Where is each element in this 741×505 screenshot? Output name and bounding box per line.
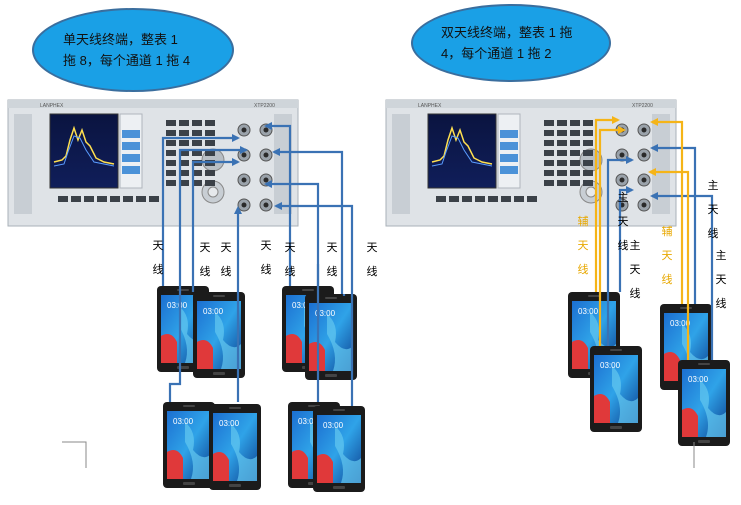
phone-clock-text: 03:00 — [315, 309, 336, 318]
left-antenna-label-4: 天线 — [260, 240, 272, 276]
left-callout-text: 单天线终端，整表 1 拖 8，每个通道 1 拖 4 — [63, 29, 203, 71]
right-phone-3: 03:00 — [660, 304, 712, 390]
right-aux-antenna-label-2: 辅天线 — [661, 226, 673, 286]
left-phone-8: 03:00 — [313, 406, 365, 492]
left-antenna-label-5: 天线 — [284, 242, 296, 278]
left-instrument-model: XTP2200 — [254, 103, 275, 109]
left-instrument-brand: LANPHEX — [40, 103, 64, 109]
phone-clock-text: 03:00 — [167, 301, 188, 310]
phone-clock-text: 03:00 — [578, 307, 599, 316]
right-main-antenna-label-1: 主天线 — [617, 192, 629, 252]
phone-clock-text: 03:00 — [298, 417, 319, 426]
phone-clock-text: 03:00 — [203, 307, 224, 316]
right-callout-bubble: 双天线终端，整表 1 拖 4，每个通道 1 拖 2 — [411, 4, 611, 82]
phone-clock-text: 03:00 — [670, 319, 691, 328]
right-instrument: LANPHEX XTP2200 — [385, 99, 677, 227]
right-aux-cables — [594, 116, 690, 360]
left-cables — [161, 122, 354, 406]
right-phone-4: 03:00 — [678, 360, 730, 446]
right-main-antenna-label-4: 主天线 — [715, 250, 727, 310]
left-instrument: LANPHEX XTP2200 — [7, 99, 299, 227]
left-antenna-label-1: 天线 — [152, 240, 164, 276]
left-phone-6: 03:00 — [209, 404, 261, 490]
left-antenna-label-6: 天线 — [326, 242, 338, 278]
phone-clock-text: 03:00 — [219, 419, 240, 428]
phone-clock-text: 03:00 — [173, 417, 194, 426]
left-phone-7: 03:00 — [288, 402, 340, 488]
left-phone-4: 03:00 — [305, 294, 357, 380]
left-phone-3: 03:00 — [282, 286, 334, 372]
right-callout-line-1: 双天线终端，整表 1 拖 — [441, 25, 573, 40]
right-callout-text: 双天线终端，整表 1 拖 4，每个通道 1 拖 2 — [441, 22, 581, 64]
phone-clock-text: 03:00 — [292, 301, 313, 310]
phone-clock-text: 03:00 — [688, 375, 709, 384]
left-phone-2: 03:00 — [193, 292, 245, 378]
phone-clock-text: 03:00 — [600, 361, 621, 370]
right-aux-antenna-label-1: 辅天线 — [577, 216, 589, 276]
left-antenna-label-7: 天线 — [366, 242, 378, 278]
right-phone-2: 03:00 — [590, 346, 642, 432]
left-antenna-label-3: 天线 — [220, 242, 232, 278]
right-instrument-model: XTP2200 — [632, 103, 653, 109]
phone-clock-text: 03:00 — [323, 421, 344, 430]
left-callout-line-1: 单天线终端，整表 1 — [63, 32, 178, 47]
left-phone-1: 03:00 — [157, 286, 209, 372]
left-phone-5: 03:00 — [163, 402, 215, 488]
left-antenna-label-2: 天线 — [199, 242, 211, 278]
left-callout-line-2: 拖 8，每个通道 1 拖 4 — [63, 53, 191, 68]
right-main-antenna-label-2: 主天线 — [629, 240, 641, 300]
right-main-antenna-label-3: 主天线 — [707, 180, 719, 240]
right-main-cables — [606, 144, 714, 360]
right-instrument-brand: LANPHEX — [418, 103, 442, 109]
corner-mark-left — [62, 441, 87, 468]
right-phone-1: 03:00 — [568, 292, 620, 378]
right-callout-line-2: 4，每个通道 1 拖 2 — [441, 46, 552, 61]
left-callout-bubble: 单天线终端，整表 1 拖 8，每个通道 1 拖 4 — [32, 8, 234, 92]
